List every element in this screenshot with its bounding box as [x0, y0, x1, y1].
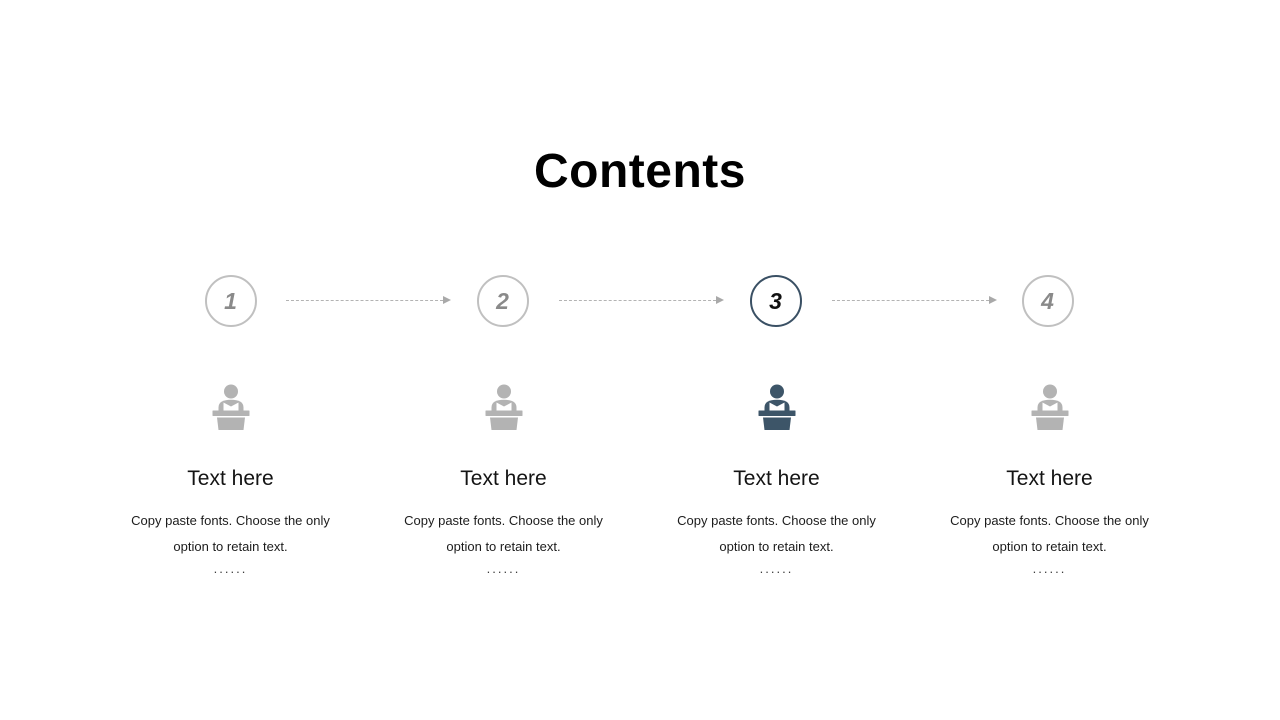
step-circle-2: 2: [476, 275, 529, 327]
step-progress-row: 1 2 3 4: [94, 275, 1186, 329]
step-number: 4: [1041, 287, 1054, 314]
dashed-arrow-icon: [286, 295, 451, 304]
step-number: 1: [224, 287, 237, 314]
step-heading: Text here: [733, 467, 820, 490]
podium-speaker-icon: [640, 384, 913, 430]
step-circle-4: 4: [1021, 275, 1074, 327]
arrowhead-icon: [988, 295, 997, 304]
step-number: 3: [769, 287, 782, 314]
step-body-text: Copy paste fonts. Choose the only option…: [404, 513, 603, 554]
step-heading: Text here: [460, 467, 547, 490]
ellipsis-text: ......: [759, 561, 794, 576]
step-heading: Text here: [1006, 467, 1093, 490]
step-columns: Text here Copy paste fonts. Choose the o…: [94, 384, 1186, 576]
dashed-arrow-icon: [831, 295, 997, 304]
arrowhead-icon: [443, 295, 451, 304]
step-column-4: Text here Copy paste fonts. Choose the o…: [913, 384, 1186, 576]
step-circle-3: 3: [749, 275, 802, 327]
step-column-2: Text here Copy paste fonts. Choose the o…: [367, 384, 640, 576]
step-body-text: Copy paste fonts. Choose the only option…: [131, 513, 330, 554]
step-column-1: Text here Copy paste fonts. Choose the o…: [94, 384, 367, 576]
step-heading: Text here: [187, 467, 274, 490]
arrowhead-icon: [715, 295, 724, 304]
ellipsis-text: ......: [1032, 561, 1067, 576]
ellipsis-text: ......: [486, 561, 521, 576]
dashed-arrow-icon: [558, 295, 724, 304]
step-body-text: Copy paste fonts. Choose the only option…: [677, 513, 876, 554]
podium-speaker-icon: [913, 384, 1186, 430]
step-circle-1: 1: [204, 275, 257, 327]
step-body-text: Copy paste fonts. Choose the only option…: [950, 513, 1149, 554]
ellipsis-text: ......: [213, 561, 248, 576]
podium-speaker-icon: [94, 384, 367, 430]
slide-title: Contents: [534, 145, 746, 198]
step-column-3: Text here Copy paste fonts. Choose the o…: [640, 384, 913, 576]
step-number: 2: [496, 287, 509, 314]
podium-speaker-icon: [367, 384, 640, 430]
